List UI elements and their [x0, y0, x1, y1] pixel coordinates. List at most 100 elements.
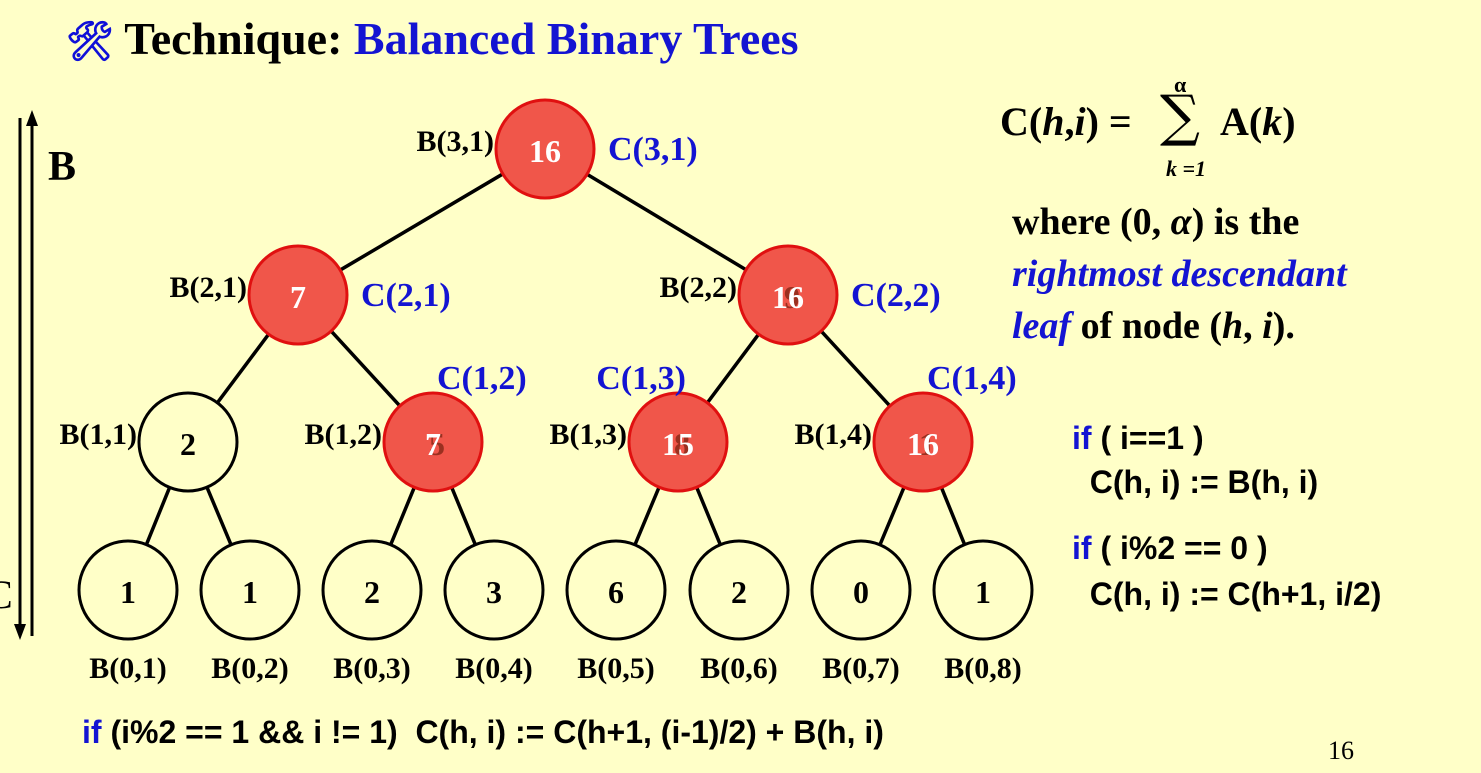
node-c-label: C(3,1) — [608, 131, 698, 168]
rule-2-condition: if ( i%2 == 0 ) — [1072, 530, 1268, 567]
node-circle — [688, 539, 790, 641]
tree-node: 1B(0,1) — [77, 539, 179, 685]
desc-text: , — [1243, 305, 1263, 347]
description-line-1: where (0, α) is the — [1012, 200, 1299, 244]
filled-node-circle — [872, 391, 974, 493]
node-circle — [137, 391, 239, 493]
tree-node: 7B(2,1)C(2,1) — [170, 244, 451, 346]
desc-text: ) is the — [1191, 201, 1300, 243]
filled-node-circle — [247, 244, 349, 346]
node-c-label: C(2,2) — [851, 277, 941, 314]
desc-text: where (0, — [1012, 201, 1171, 243]
tree-node: 815 B(1,3) C(1,3) — [550, 360, 729, 493]
node-c-label: C(1,3) — [596, 360, 686, 397]
if-keyword: if — [1072, 420, 1092, 456]
title-highlight: Balanced Binary Trees — [353, 13, 799, 64]
node-b-label: B(0,5) — [577, 652, 655, 685]
rule-2-body: C(h, i) := C(h+1, i/2) — [1072, 576, 1382, 612]
alpha-symbol: α — [1170, 201, 1192, 243]
node-value: 15 — [662, 426, 694, 462]
sum-upper-limit: α — [1174, 72, 1187, 97]
formula-rhs-k: k — [1262, 99, 1283, 144]
wrench-icon: 🛠 — [66, 19, 115, 63]
desc-h: h — [1222, 305, 1244, 347]
tree-edge — [215, 333, 271, 404]
formula-close: ) — [1085, 99, 1099, 144]
node-value: 16 — [529, 133, 561, 169]
tree-node: 6B(0,5) — [565, 539, 667, 685]
node-circle — [443, 539, 545, 641]
tree-edge — [389, 486, 416, 546]
node-circle — [77, 539, 179, 641]
sum-formula: C(h,i) = α ∑ k =1 A(k) — [1000, 72, 1320, 186]
desc-text: ). — [1272, 305, 1295, 347]
sum-lower-limit: k =1 — [1166, 156, 1207, 181]
filled-node-circle — [382, 391, 484, 493]
node-original-value: 1 — [919, 426, 935, 462]
tree-edge — [633, 486, 661, 546]
formula-rhs-a: A( — [1220, 99, 1263, 144]
node-b-label: B(0,8) — [944, 652, 1022, 685]
sum-symbol: ∑ — [1160, 84, 1200, 149]
tree-node: 1B(0,8) — [932, 539, 1034, 685]
tree-node: 3B(0,4) — [443, 539, 545, 685]
node-b-label: B(1,4) — [795, 418, 873, 451]
tree-edge — [329, 329, 402, 408]
node-original-value: 9 — [784, 279, 800, 315]
if-keyword: if — [1072, 530, 1092, 566]
side-arrows — [14, 110, 38, 640]
node-circle — [321, 539, 423, 641]
node-b-label: B(0,7) — [822, 652, 900, 685]
tree-edge — [586, 172, 747, 272]
node-c-label: C(1,4) — [927, 360, 1017, 397]
node-value: 2 — [180, 426, 196, 462]
node-value: 2 — [364, 574, 380, 610]
tree-edge — [819, 329, 892, 408]
bottom-rule-text: (i%2 == 1 && i != 1) C(h, i) := C(h+1, (… — [101, 714, 884, 750]
side-label-c: C — [0, 572, 13, 617]
desc-text: of node ( — [1071, 305, 1223, 347]
node-b-label: B(2,2) — [660, 271, 738, 304]
tree-edge — [705, 333, 761, 404]
tree-edge — [695, 486, 722, 546]
nodes-layer: 16B(3,1)C(3,1)7B(2,1)C(2,1)916B(2,2)C(2,… — [60, 98, 1034, 685]
description-line-3: leaf of node (h, i). — [1012, 304, 1295, 348]
node-b-label: B(0,3) — [333, 652, 411, 685]
tree-edge — [450, 486, 477, 546]
node-circle — [199, 539, 301, 641]
node-value: 16 — [772, 279, 804, 315]
tree-node: 0B(0,7) — [810, 539, 912, 685]
title-prefix: Technique: — [124, 13, 343, 64]
rule-condition: ( i%2 == 0 ) — [1091, 530, 1268, 566]
node-b-label: B(1,3) — [550, 418, 628, 451]
rule-condition: ( i==1 ) — [1091, 420, 1204, 456]
tree-edge — [144, 486, 172, 546]
tree-node: 57B(1,2)C(1,2) — [305, 360, 527, 493]
tree-node: 2B(0,3) — [321, 539, 423, 685]
edges-layer — [144, 172, 967, 546]
tree-edge — [205, 486, 233, 546]
tree-node: 916 B(2,2) C(2,2) — [660, 244, 941, 346]
node-value: 7 — [290, 279, 306, 315]
tree-edge — [339, 172, 504, 272]
formula-h: h — [1042, 99, 1065, 144]
node-original-value: 8 — [674, 426, 690, 462]
node-value: 1 — [975, 574, 991, 610]
rule-1-condition: if ( i==1 ) — [1072, 420, 1204, 457]
node-value: 1 — [120, 574, 136, 610]
if-keyword: if — [82, 714, 102, 750]
node-b-label: B(0,1) — [89, 652, 167, 685]
tree-edge — [878, 486, 906, 546]
bottom-rule: if (i%2 == 1 && i != 1) C(h, i) := C(h+1… — [82, 714, 884, 751]
node-b-label: B(2,1) — [170, 271, 248, 304]
leaf-word: leaf — [1012, 305, 1072, 347]
tree-node: 16 B(3,1) C(3,1) — [417, 98, 698, 200]
node-value: 2 — [731, 574, 747, 610]
filled-node-circle — [627, 391, 729, 493]
node-b-label: B(3,1) — [417, 125, 495, 158]
node-value: 0 — [853, 574, 869, 610]
node-circle — [810, 539, 912, 641]
formula-eq: = — [1108, 99, 1132, 144]
slide-title: 🛠Technique: Balanced Binary Trees — [66, 12, 799, 65]
node-value: 6 — [608, 574, 624, 610]
